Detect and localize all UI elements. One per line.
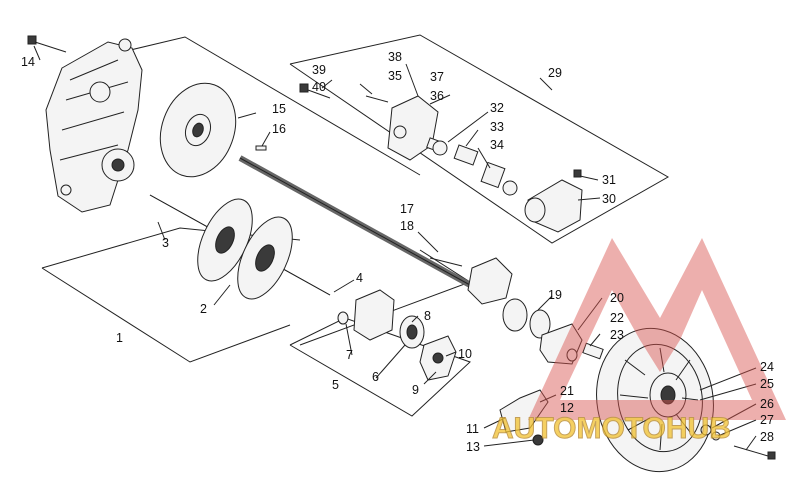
callout-40: 40 [312,80,326,94]
callout-35: 35 [388,69,402,83]
pulley-hardware-24-28 [700,424,776,460]
callout-12: 12 [560,401,574,415]
callout-17: 17 [400,202,414,216]
callout-23: 23 [610,328,624,342]
callout-5: 5 [332,378,339,392]
callout-2: 2 [200,302,207,316]
callout-15: 15 [272,102,286,116]
watermark-text: AUTOMOTOHUB [492,412,731,445]
driven-pulley [596,327,714,473]
callout-1: 1 [116,331,123,345]
group-29-outline [289,34,670,244]
group-5-outline [289,317,471,417]
callout-22: 22 [610,311,624,325]
callout-36: 36 [430,89,444,103]
leader-lines [33,45,757,451]
key-17-18 [429,257,463,267]
callout-38: 38 [388,50,402,64]
callout-37: 37 [430,70,444,84]
mount-bracket-11-12 [499,389,549,446]
callout-28: 28 [760,430,774,444]
caliper-fasteners [299,83,582,196]
callout-29: 29 [548,66,562,80]
brake-caliper [387,95,439,161]
callout-26: 26 [760,397,774,411]
callout-30: 30 [602,192,616,206]
callout-24: 24 [760,360,774,374]
callout-13: 13 [466,440,480,454]
bearing-housing-right [467,257,513,305]
drive-sprocket-2 [237,216,293,300]
bolt-14 [27,35,67,53]
callout-3: 3 [162,236,169,250]
callout-labels: 14 15 16 3 2 1 4 17 18 8 7 10 6 5 9 11 1… [21,50,774,454]
caliper-cover [524,179,583,233]
brake-disc [159,82,237,178]
callout-34: 34 [490,138,504,152]
callout-9: 9 [412,383,419,397]
bearing-housing-left [353,289,425,349]
callout-8: 8 [424,309,431,323]
callout-19: 19 [548,288,562,302]
small-washer-7 [337,311,349,325]
bearing-19 [502,298,551,339]
automotohub-watermark-logo: AUTOMOTOHUB [492,238,786,446]
bearing-plate-10 [419,335,457,381]
callout-27: 27 [760,413,774,427]
callout-25: 25 [760,377,774,391]
callout-21: 21 [560,384,574,398]
spacer-22-23 [566,342,604,362]
callout-39: 39 [312,63,326,77]
callout-6: 6 [372,370,379,384]
callout-11: 11 [466,422,479,436]
chaincase-housing [45,38,143,213]
callout-10: 10 [458,347,472,361]
callout-20: 20 [610,291,624,305]
callout-16: 16 [272,122,286,136]
callout-4: 4 [356,271,363,285]
callout-18: 18 [400,219,414,233]
drive-sprocket-1 [197,198,253,282]
callout-14: 14 [21,55,35,69]
key-16 [255,145,267,151]
callout-7: 7 [346,348,353,362]
callout-32: 32 [490,101,504,115]
jackshaft [238,155,472,288]
callout-31: 31 [602,173,616,187]
callout-33: 33 [490,120,504,134]
